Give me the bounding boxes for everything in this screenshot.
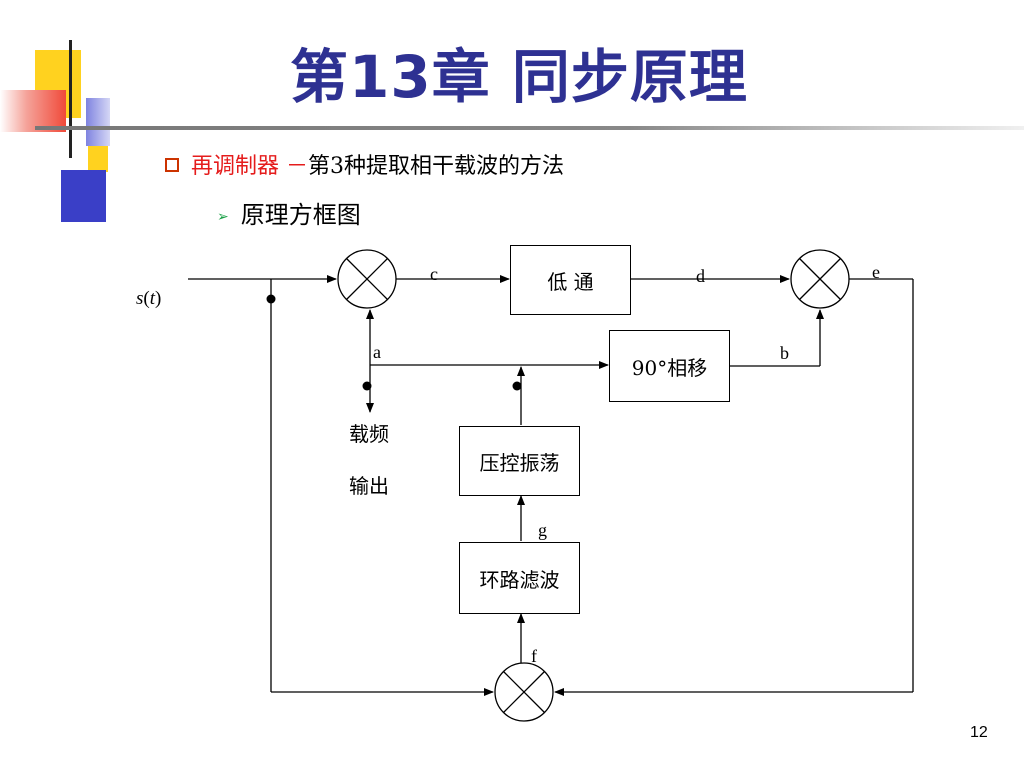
signal-label-e: e: [872, 262, 880, 282]
title-underline: [35, 126, 1024, 130]
signal-label-a: a: [373, 342, 381, 362]
phase-shift-block: 90°相移: [609, 330, 730, 402]
square-bullet-icon: [165, 158, 179, 172]
deco-red-gradient: [0, 90, 66, 132]
deco-blue-square: [61, 170, 106, 222]
lowpass-label: 低 通: [547, 269, 594, 294]
arrow-bullet-icon: ➢: [217, 208, 229, 225]
junction-dot: [362, 381, 372, 391]
signal-label-g: g: [538, 520, 547, 540]
bullet-main: 再调制器 －第3种提取相干载波的方法: [165, 148, 564, 180]
phase-shift-label: 90°相移: [631, 355, 708, 380]
bullet-sub-text: 原理方框图: [240, 201, 361, 229]
signal-label-f: f: [531, 646, 537, 666]
loop-filter-block: 环路滤波: [459, 542, 580, 614]
multiplier-2: [790, 249, 850, 309]
signal-label-d: d: [696, 266, 705, 286]
junction-dot: [266, 294, 276, 304]
deco-blue-gradient: [86, 98, 110, 146]
vco-block: 压控振荡: [459, 426, 580, 496]
deco-yellow-square-small: [88, 146, 108, 172]
carrier-output-line1: 载频: [349, 422, 389, 446]
signal-label-b: b: [780, 343, 789, 363]
input-t: t: [149, 288, 156, 309]
page-number: 12: [970, 724, 988, 741]
bullet-red-text: 再调制器 －: [191, 154, 308, 179]
vco-label: 压控振荡: [479, 450, 560, 475]
corner-decoration: [0, 0, 140, 230]
multiplier-3: [494, 662, 554, 722]
lowpass-filter-block: 低 通: [510, 245, 631, 315]
input-signal-label: s(t): [136, 288, 162, 309]
signal-label-c: c: [430, 264, 438, 284]
multiplier-1: [337, 249, 397, 309]
deco-vertical-line: [69, 40, 72, 158]
loop-filter-label: 环路滤波: [479, 567, 560, 592]
bullet-sub: ➢ 原理方框图: [217, 195, 361, 230]
bullet-rest-text: 第3种提取相干载波的方法: [308, 154, 564, 179]
input-s: s: [136, 288, 144, 309]
carrier-output-line2: 输出: [349, 474, 389, 498]
slide-title: 第13章 同步原理: [290, 43, 748, 111]
junction-dot: [512, 381, 522, 391]
